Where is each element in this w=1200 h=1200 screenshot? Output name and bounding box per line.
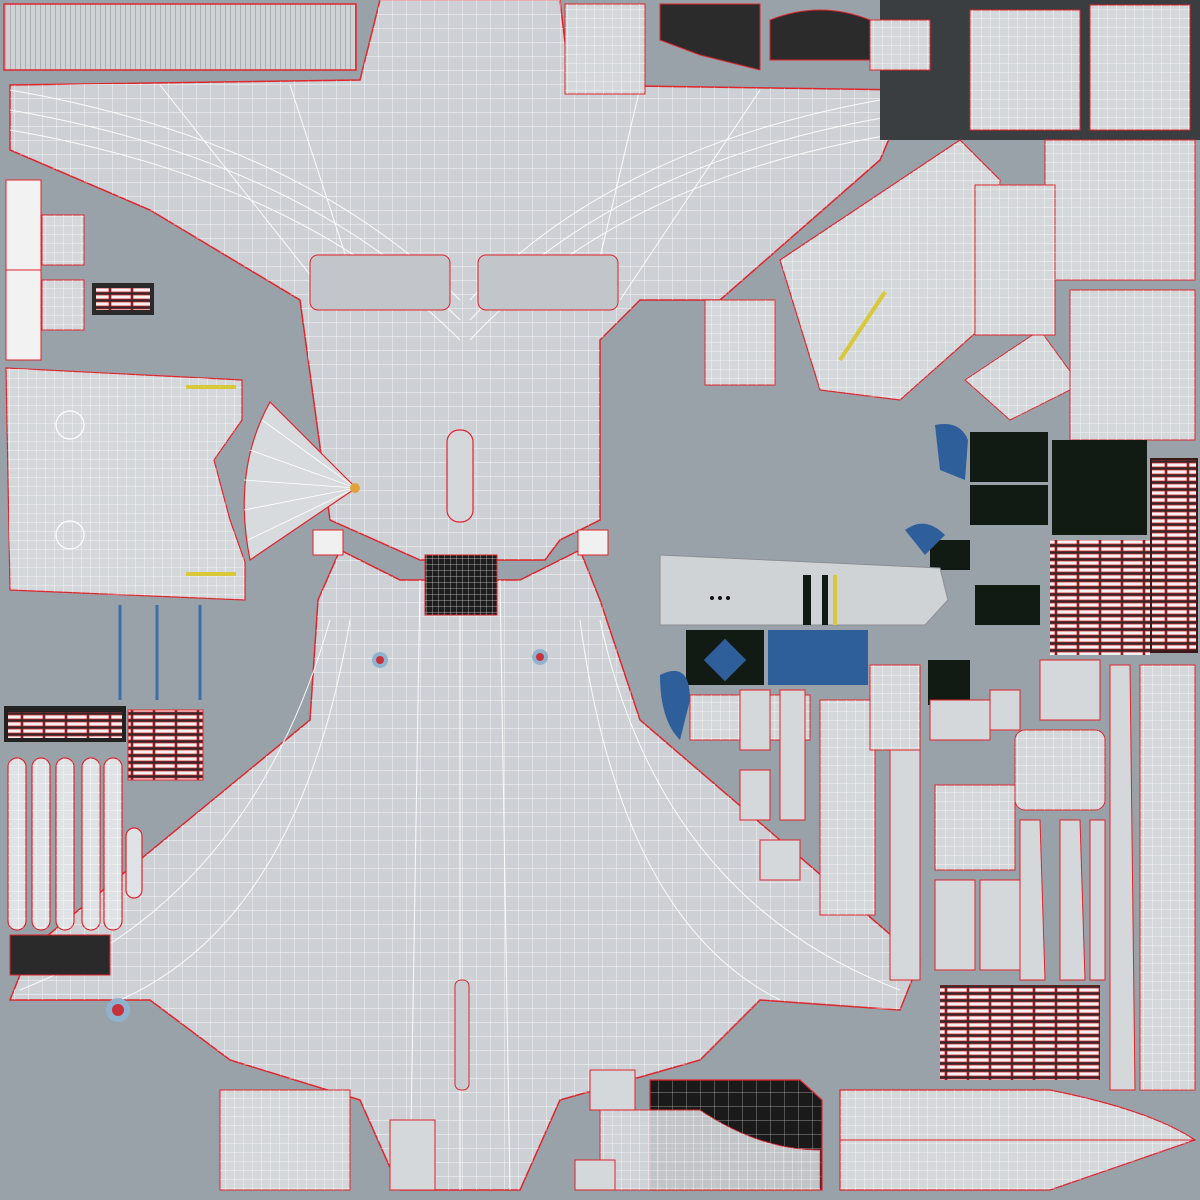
lower-wing-panel xyxy=(8,548,921,1191)
left-small-panels xyxy=(5,179,154,361)
top-strip-panel xyxy=(3,3,357,71)
cockpit-parts xyxy=(312,529,609,616)
upper-wing-panel xyxy=(9,0,912,561)
bottom-dark-panel xyxy=(599,1079,823,1191)
yellow-stripe xyxy=(186,385,236,389)
tail-fin-panel xyxy=(704,139,1081,421)
bottom-left-parts xyxy=(9,934,351,1191)
dark-parts-cluster xyxy=(660,424,1198,740)
lower-right-parts xyxy=(689,664,1196,1091)
small-parts xyxy=(389,659,1101,1191)
nose-cone-fan xyxy=(243,401,360,562)
fuselage-strips xyxy=(839,1089,1197,1191)
blue-panel xyxy=(768,630,868,685)
drop-tank xyxy=(659,554,949,626)
right-large-panels xyxy=(974,139,1196,441)
blue-tick-marks xyxy=(118,605,202,700)
top-right-parts xyxy=(564,0,1200,140)
fuselage-side-panel xyxy=(5,367,246,601)
left-lower-parts xyxy=(4,706,204,931)
